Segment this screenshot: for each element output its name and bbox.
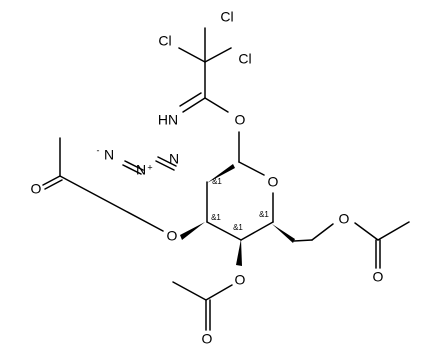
bond-azide-1a bbox=[157, 156, 177, 167]
bond-azide-2b bbox=[122, 164, 142, 175]
bond-c5-c4 bbox=[240, 221, 274, 241]
bond-imidate-c-nh-2 bbox=[179, 92, 202, 107]
stereo-label-c2: &1 bbox=[212, 177, 222, 186]
imine-nh-label: HN bbox=[158, 112, 178, 128]
acetyl4-carbonyl-o-label: O bbox=[202, 331, 213, 347]
wedge-bond-c4-o4 bbox=[236, 239, 242, 266]
bond-c1-ring-o bbox=[238, 161, 265, 176]
bond-acetyl3-c-o-2 bbox=[44, 179, 63, 190]
atom-labels: Cl Cl Cl HN O O N N N O O O O O O bbox=[31, 9, 384, 347]
stereo-label-c5: &1 bbox=[259, 210, 269, 219]
cl-left-label: Cl bbox=[158, 33, 171, 49]
bond-azide-2a bbox=[124, 160, 144, 171]
acetyl3-carbonyl-o-label: O bbox=[31, 181, 42, 197]
bond-azide-1b bbox=[155, 160, 175, 171]
azide-plus-charge: + bbox=[147, 162, 152, 172]
imidate-o-label: O bbox=[235, 112, 246, 128]
bond-imidate-c-o bbox=[204, 97, 229, 113]
bond-ccl3-cl-left bbox=[178, 47, 206, 63]
bond-o4-carbonyl-c bbox=[205, 284, 233, 301]
bond-ccl3-cl-right bbox=[204, 47, 232, 63]
stereo-labels: &1 &1 &1 &1 bbox=[211, 177, 269, 232]
wedge-bond-c1-c2 bbox=[207, 164, 235, 183]
bond-imidate-c-nh-1 bbox=[182, 97, 206, 113]
ring-o-label: O bbox=[268, 174, 279, 190]
cl-top-label: Cl bbox=[220, 9, 233, 25]
bond-c6-o6 bbox=[311, 223, 334, 241]
acetyl6-ester-o-label: O bbox=[339, 211, 350, 227]
bond-c5-c6 bbox=[293, 239, 313, 242]
bond-o6-carbonyl-c bbox=[354, 222, 379, 241]
azide-minus-charge: - bbox=[97, 145, 100, 155]
charges: - + bbox=[97, 145, 153, 172]
wedge-bond-c3-o3 bbox=[180, 222, 205, 240]
bond-lines bbox=[42, 27, 410, 331]
acetyl6-carbonyl-o-label: O bbox=[373, 269, 384, 285]
azide-n-terminal-label: N bbox=[104, 147, 114, 163]
bond-acetyl4-methyl bbox=[172, 281, 207, 301]
azide-n-middle-label: N bbox=[136, 162, 146, 178]
acetyl3-ester-o-label: O bbox=[167, 228, 178, 244]
hashed-bond-c5-c6-anchor bbox=[272, 224, 295, 243]
cl-right-label: Cl bbox=[238, 51, 251, 67]
bond-c4-c3 bbox=[206, 221, 242, 241]
stereo-label-c3: &1 bbox=[211, 213, 221, 222]
bond-acetyl6-methyl bbox=[377, 221, 410, 241]
bond-acetyl3-c-o-1 bbox=[42, 175, 61, 186]
acetyl4-ester-o-label: O bbox=[235, 272, 246, 288]
stereo-label-c4: &1 bbox=[233, 223, 243, 232]
bond-o3-carbonyl-c bbox=[59, 175, 164, 232]
azide-n-inner-label: N bbox=[169, 151, 179, 167]
